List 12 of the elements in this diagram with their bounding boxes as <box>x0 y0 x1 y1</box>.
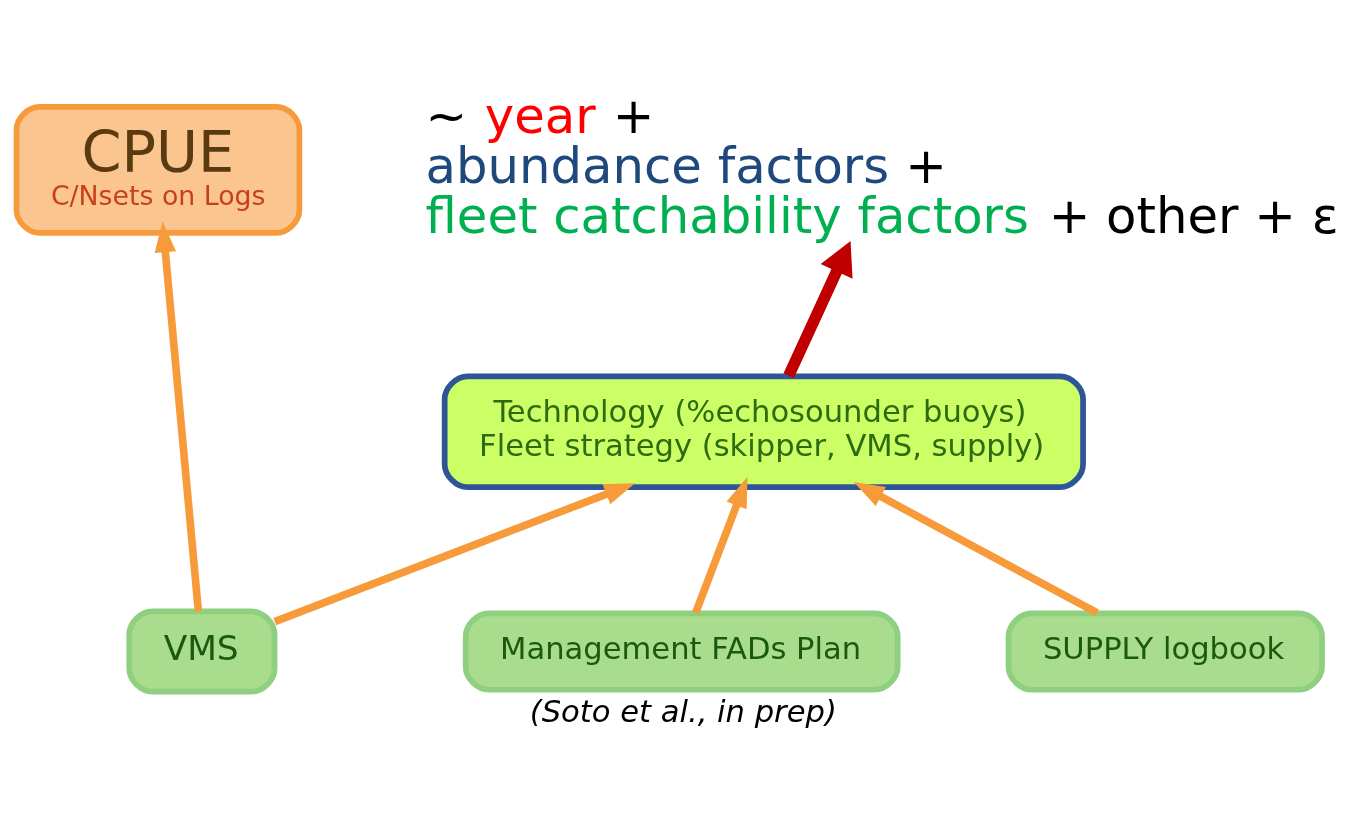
arrow <box>783 241 853 379</box>
node-text: ~ year + abundance factors + fleet catchability factors + other + ε <box>425 87 1339 245</box>
node-box: VMS <box>126 608 278 695</box>
node-box: Management FADs Plan <box>462 610 901 693</box>
arrow <box>692 476 748 615</box>
arrow <box>154 221 203 612</box>
arrow <box>853 482 1099 617</box>
caption: (Soto et al., in prep) <box>529 693 837 729</box>
node-box: SUPPLY logbook <box>1005 610 1325 693</box>
node-box: CPUE C/Nsets on Logs <box>13 103 303 236</box>
node-box: Technology (%echosounder buoys) Fleet strategy (skipper, VMS, supply) <box>441 373 1086 490</box>
arrow <box>273 483 636 626</box>
